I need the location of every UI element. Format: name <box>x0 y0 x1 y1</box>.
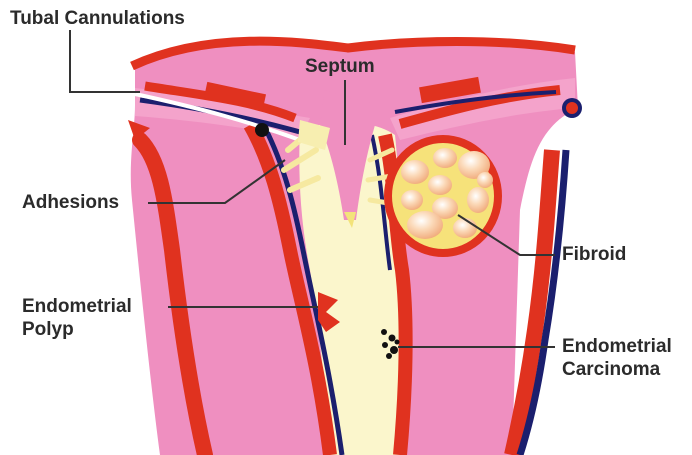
right-ovary-core <box>566 102 578 114</box>
label-endometrial-polyp-line1: Endometrial <box>22 296 132 318</box>
cannula-tip-dot <box>255 123 269 137</box>
leader-tubal <box>70 30 140 92</box>
label-septum: Septum <box>305 56 375 78</box>
label-tubal-cannulations: Tubal Cannulations <box>10 8 185 30</box>
label-endometrial-carcinoma-line2: Carcinoma <box>562 359 660 381</box>
label-endometrial-polyp-line2: Polyp <box>22 319 74 341</box>
label-adhesions: Adhesions <box>22 192 119 214</box>
label-endometrial-carcinoma-line1: Endometrial <box>562 336 672 358</box>
label-fibroid: Fibroid <box>562 244 626 266</box>
